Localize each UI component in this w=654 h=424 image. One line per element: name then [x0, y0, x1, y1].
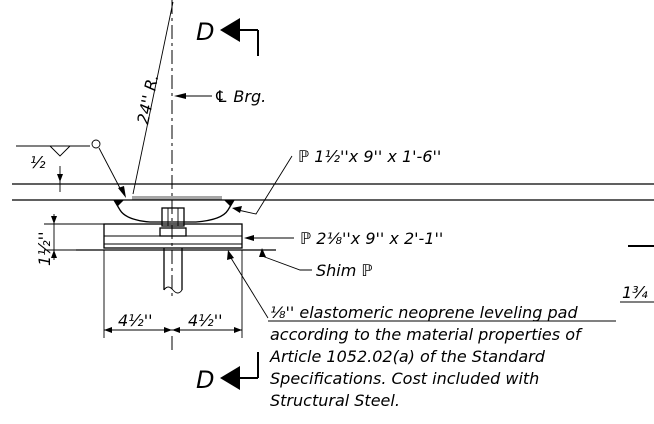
section-marker-bottom: D — [196, 352, 259, 394]
anchor-bolt — [159, 207, 187, 294]
width-dim-left-label: 4½'' — [118, 311, 152, 330]
section-marker-top: D — [196, 18, 259, 56]
top-plate-leader: ℙ 1½''x 9'' x 1'-6'' — [232, 147, 441, 215]
radius-line — [132, 1, 174, 195]
top-bearing-plate — [113, 196, 235, 223]
shim-label: Shim ℙ — [316, 261, 373, 280]
note-line-5: Structural Steel. — [270, 391, 400, 410]
note-line-1: ⅛'' elastomeric neoprene leveling pad — [270, 303, 578, 322]
width-dimensions: 4½'' 4½'' — [103, 250, 243, 338]
pad-note: ⅛'' elastomeric neoprene leveling pad ac… — [268, 303, 616, 410]
weld-symbol: ½ — [16, 139, 126, 198]
section-label-bottom: D — [196, 366, 214, 394]
centerline-leader: ℄ Brg. — [174, 87, 266, 106]
bottom-plate-leader: ℙ 2⅛''x 9'' x 2'-1'' — [244, 229, 443, 248]
section-arrow-bottom — [220, 366, 240, 390]
edge-fraction-label: 1¾ — [622, 283, 648, 302]
weld-size-label: ½ — [30, 153, 46, 172]
weld-all-around-icon — [91, 139, 101, 149]
edge-fraction: 1¾ — [620, 245, 654, 303]
pad-leader — [227, 250, 269, 319]
note-line-3: Article 1052.02(a) of the Standard — [269, 347, 546, 366]
height-dim-label: 1½'' — [35, 232, 54, 266]
shim-leader: Shim ℙ — [259, 248, 373, 280]
top-plate-label: ℙ 1½''x 9'' x 1'-6'' — [298, 147, 441, 166]
centerline-label: ℄ Brg. — [214, 87, 266, 106]
width-dim-right-label: 4½'' — [188, 311, 222, 330]
bottom-plate-label: ℙ 2⅛''x 9'' x 2'-1'' — [300, 229, 443, 248]
height-dimension: 1½'' — [35, 214, 104, 266]
section-label-top: D — [196, 18, 214, 46]
note-line-2: according to the material properties of — [270, 325, 583, 344]
note-line-4: Specifications. Cost included with — [270, 369, 539, 388]
radius-label: 24'' R. — [133, 73, 162, 126]
section-arrow-top — [220, 18, 240, 42]
